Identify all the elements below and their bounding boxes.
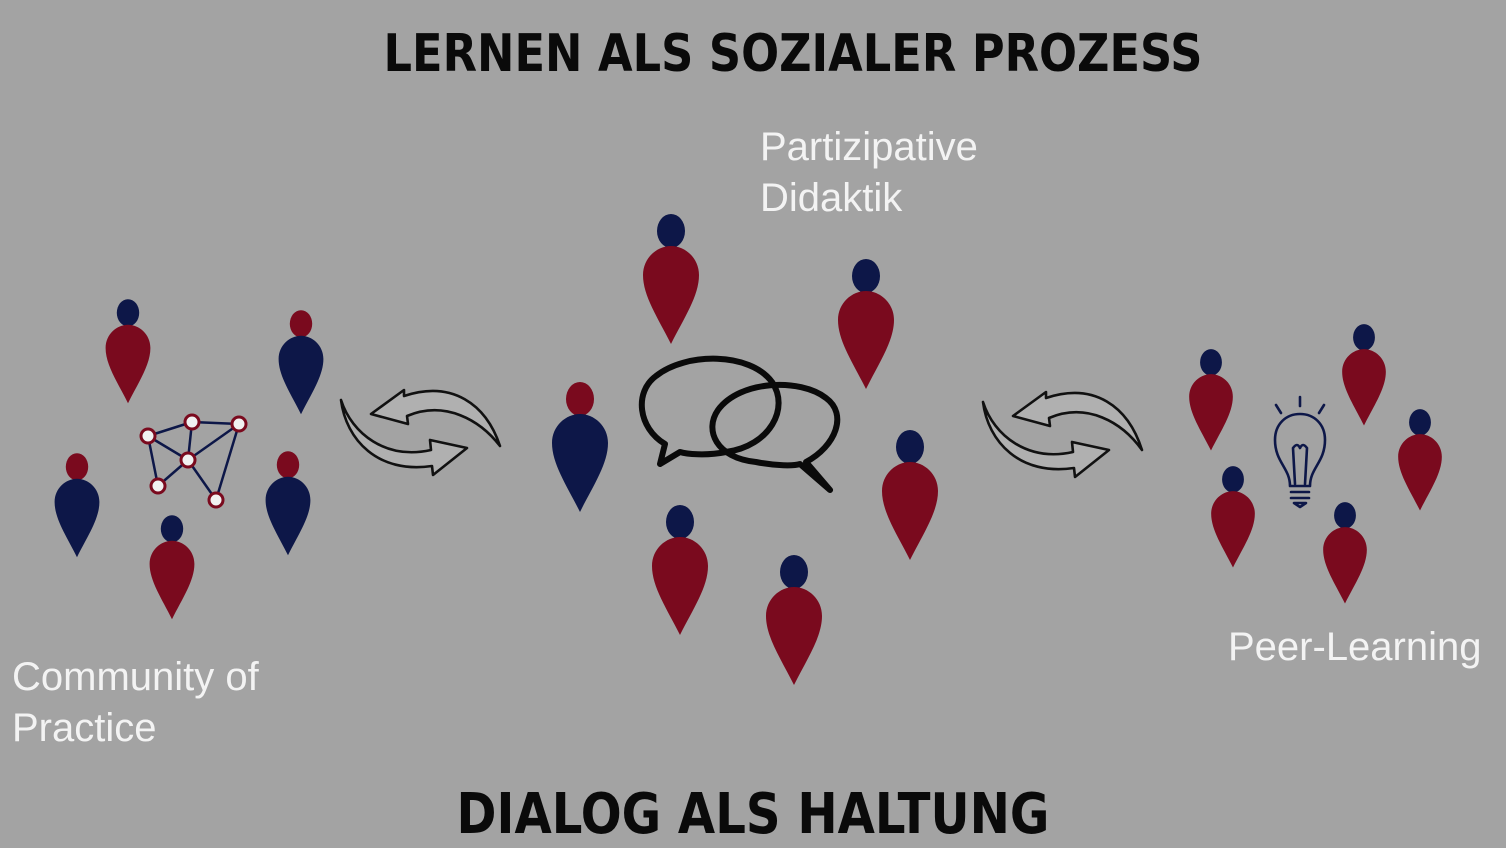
label-community-of-practice: Community of Practice [12,652,259,754]
person-marker-icon [882,430,938,560]
person-marker-icon [265,451,311,556]
person-marker-icon [652,505,708,635]
page-subtitle: DIALOG ALS HALTUNG [456,782,1050,847]
label-line: Partizipative [760,125,978,169]
person-marker-icon [766,555,822,685]
swap-arrows-icon [981,390,1144,479]
label-line: Community of [12,655,259,699]
person-marker-icon [1189,349,1233,451]
person-marker-icon [643,214,699,344]
page-title: LERNEN ALS SOZIALER PROZESS [383,24,1203,84]
person-marker-icon [552,382,608,512]
label-participative-didactics: Partizipative Didaktik [760,122,978,224]
network-icon [139,413,248,509]
person-marker-icon [149,515,195,620]
label-line: Practice [12,706,157,750]
peer-learning-group [1189,324,1442,604]
person-marker-icon [1323,502,1367,604]
person-marker-icon [1398,409,1442,511]
label-line: Didaktik [760,176,903,220]
label-peer-learning: Peer-Learning [1228,622,1482,673]
person-marker-icon [1342,324,1386,426]
community-of-practice-group [54,299,324,620]
participative-didactics-group [552,214,938,685]
person-marker-icon [54,453,100,558]
person-marker-icon [838,259,894,389]
person-marker-icon [105,299,151,404]
speech-bubbles-icon [638,355,841,493]
person-marker-icon [278,310,324,415]
swap-arrows-icon [339,388,502,477]
person-marker-icon [1211,466,1255,568]
label-line: Peer-Learning [1228,625,1482,669]
lightbulb-icon [1273,395,1327,509]
